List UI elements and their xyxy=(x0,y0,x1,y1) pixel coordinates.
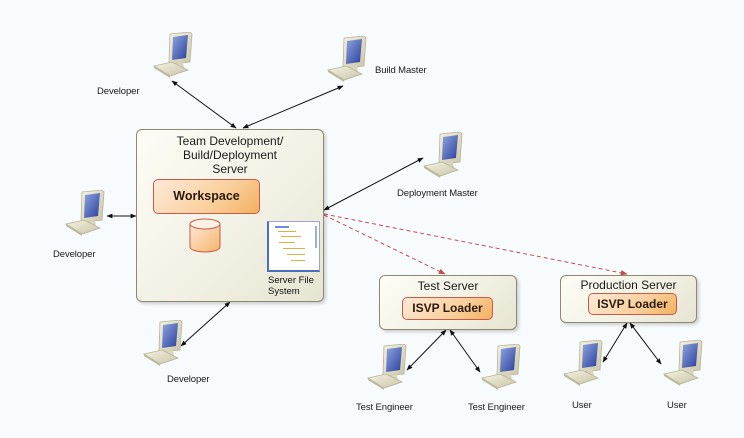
connector-developer-bottom xyxy=(180,301,231,347)
server-file-system-thumbnail[interactable] xyxy=(267,221,320,272)
workspace-label: Workspace xyxy=(173,189,240,203)
computer-icon-developer-bottom xyxy=(143,320,183,367)
connector-filesystem-test-server xyxy=(323,214,446,275)
computer-icon-test-engineer-2 xyxy=(481,344,521,391)
test-server-node[interactable]: Test Server ISVP Loader xyxy=(379,275,517,330)
connector-deployment-master xyxy=(323,157,424,211)
actor-label-user-1: User xyxy=(572,400,592,411)
main-server-node[interactable]: Team Development/ Build/Deployment Serve… xyxy=(136,129,324,302)
main-server-title-line-1: Team Development/ xyxy=(176,134,284,148)
connector-developer-top xyxy=(171,80,237,129)
computer-icon-user-1 xyxy=(563,340,603,387)
connector-test-engineer-2 xyxy=(449,329,481,373)
production-server-title: Production Server xyxy=(580,278,677,292)
file-system-label-line-1: Server File xyxy=(268,275,314,286)
computer-icon-test-engineer-1 xyxy=(367,344,407,391)
main-server-title-line-3: Server xyxy=(212,162,248,176)
server-file-system-label: Server File System xyxy=(268,275,314,297)
computer-icon-deployment-master xyxy=(423,132,463,179)
main-server-title-line-2: Build/Deployment xyxy=(182,148,278,162)
connector-filesystem-production-server xyxy=(323,213,628,276)
connector-user-1 xyxy=(602,322,628,363)
production-server-node[interactable]: Production Server ISVP Loader xyxy=(560,275,697,323)
actor-label-user-2: User xyxy=(667,400,687,411)
actor-label-developer-left: Developer xyxy=(53,249,96,260)
connector-build-master xyxy=(242,85,344,129)
connector-user-2 xyxy=(629,322,662,365)
actor-label-developer-top: Developer xyxy=(97,86,140,97)
test-server-title: Test Server xyxy=(417,279,479,293)
production-server-isvp-loader[interactable]: ISVP Loader xyxy=(588,293,677,315)
computer-icon-developer-top xyxy=(153,32,193,79)
actor-label-build-master: Build Master xyxy=(375,65,427,76)
file-system-label-line-2: System xyxy=(268,286,300,297)
connector-test-engineer-1 xyxy=(406,329,447,371)
test-server-isvp-loader[interactable]: ISVP Loader xyxy=(402,297,493,320)
test-server-component-label: ISVP Loader xyxy=(412,301,483,315)
actor-label-test-engineer-2: Test Engineer xyxy=(468,402,525,413)
database-icon[interactable] xyxy=(188,218,222,254)
actor-label-developer-bottom: Developer xyxy=(167,374,210,385)
workspace-component[interactable]: Workspace xyxy=(153,179,260,214)
computer-icon-developer-left xyxy=(65,190,105,237)
production-server-component-label: ISVP Loader xyxy=(597,297,668,311)
actor-label-test-engineer-1: Test Engineer xyxy=(356,402,413,413)
actor-label-deployment-master: Deployment Master xyxy=(397,188,478,199)
computer-icon-build-master xyxy=(327,36,367,83)
computer-icon-user-2 xyxy=(663,340,703,387)
main-server-title: Team Development/ Build/Deployment Serve… xyxy=(137,134,323,176)
